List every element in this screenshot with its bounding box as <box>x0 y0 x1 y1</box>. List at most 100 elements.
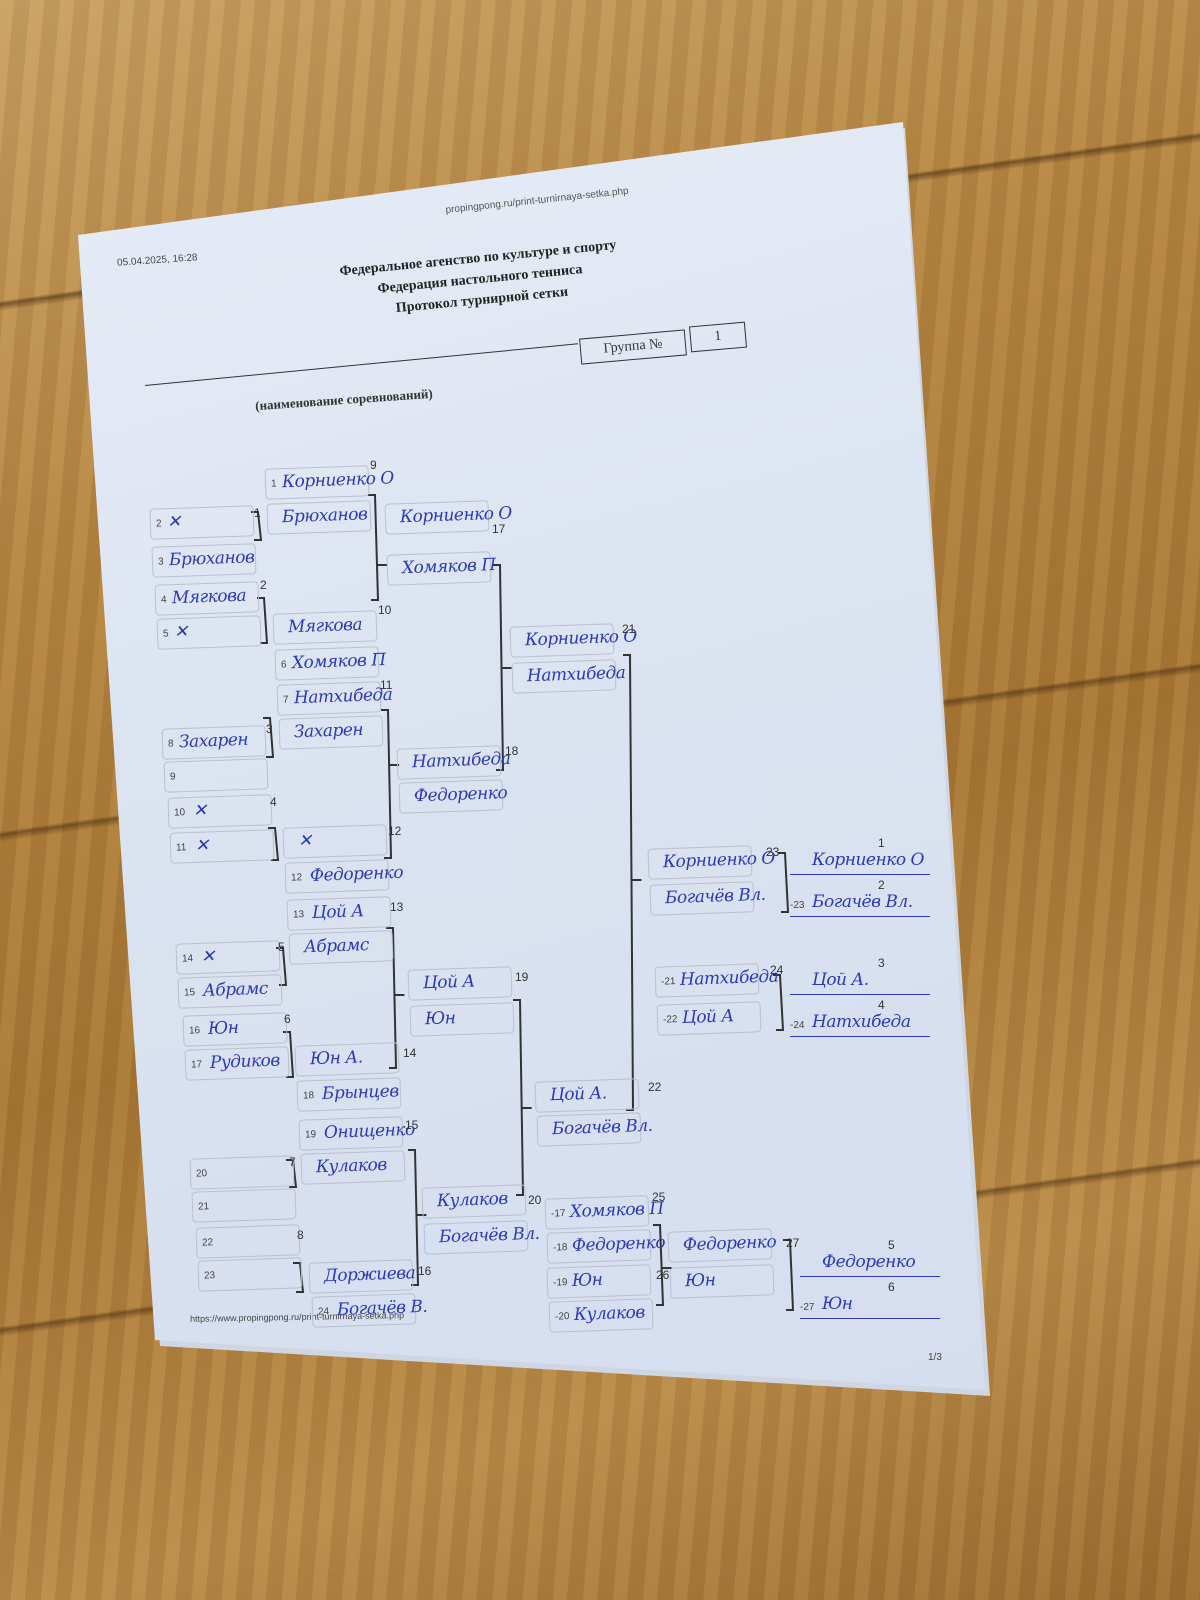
bracket-connector <box>293 1262 305 1293</box>
bracket-slot: 5✕ <box>156 615 262 650</box>
bracket-slot: Корниенко О <box>384 500 512 535</box>
bracket-slot: 11✕ <box>169 829 275 864</box>
match-number: 3 <box>266 722 273 736</box>
slot-seed-number: 16 <box>188 1025 201 1037</box>
bracket-slot: Доржиева <box>308 1259 416 1294</box>
bracket-slot: 16 Юн <box>182 1012 288 1047</box>
slot-seed-number: 22 <box>201 1237 214 1249</box>
bracket-connector <box>493 564 505 771</box>
slot-seed-number: 17 <box>190 1059 203 1071</box>
handwritten-player-name: Мягкова <box>287 614 363 638</box>
handwritten-player-name: Богачёв Вл. <box>664 884 766 909</box>
handwritten-player-name: ✕ <box>200 946 216 967</box>
bracket-slot: Корниенко О <box>647 845 775 880</box>
handwritten-player-name: Федоренко <box>822 1252 916 1272</box>
match-number: 9 <box>370 458 377 472</box>
handwritten-player-name: Корниенко О <box>524 626 638 651</box>
handwritten-player-name: Рудиков <box>209 1050 281 1073</box>
handwritten-player-name: Брынцев <box>321 1081 400 1104</box>
match-number: 27 <box>786 1236 800 1250</box>
match-number: 22 <box>648 1080 662 1094</box>
bracket-slot: Федоренко <box>398 779 507 814</box>
handwritten-player-name: Цой А <box>311 901 365 923</box>
match-number: 26 <box>656 1268 670 1282</box>
handwritten-player-name: Онищенко <box>323 1119 416 1143</box>
bracket-slot: 14✕ <box>175 940 281 975</box>
handwritten-player-name: Абрамс <box>303 935 370 958</box>
bracket-slot: Натхибеда <box>511 659 626 694</box>
bracket-connector <box>263 717 275 758</box>
handwritten-player-name: Брюханов <box>168 547 255 571</box>
slot-seed-number: 18 <box>302 1090 315 1102</box>
bracket-slot: Кулаков <box>300 1150 406 1185</box>
bracket-connector <box>268 827 280 861</box>
bracket-slot: 22 <box>195 1224 301 1259</box>
handwritten-player-name: Юн <box>207 1017 239 1039</box>
slot-seed-number: 2 <box>155 518 162 530</box>
bracket-slot: 10✕ <box>167 794 273 829</box>
bracket-slot: Богачёв Вл. <box>536 1112 653 1147</box>
match-number: 5 <box>278 940 285 954</box>
handwritten-player-name: Корниенко О <box>281 468 395 493</box>
slot-seed-number: 5 <box>162 628 169 640</box>
placement-rank: 4 <box>878 998 885 1012</box>
handwritten-player-name: Корниенко О <box>662 848 776 873</box>
bracket-slot: Абрамс <box>288 930 394 965</box>
handwritten-player-name: Кулаков <box>315 1154 388 1178</box>
bracket-slot: ✕ <box>282 824 388 859</box>
match-number: 25 <box>652 1190 666 1204</box>
slot-seed-number: -22 <box>662 1014 678 1026</box>
handwritten-player-name: Цой А. <box>812 970 869 990</box>
bracket-connector <box>276 947 288 986</box>
handwritten-player-name: Федоренко <box>571 1232 666 1256</box>
bracket-slot: 13 Цой А <box>286 896 392 931</box>
handwritten-player-name: Кулаков <box>573 1302 646 1325</box>
handwritten-player-name: Юн <box>822 1294 853 1314</box>
handwritten-player-name: Кулаков <box>436 1188 509 1212</box>
bracket-connector <box>773 974 785 1031</box>
handwritten-player-name: Юн <box>424 1008 456 1030</box>
bracket-slot: Юн <box>409 1002 515 1037</box>
slot-seed-number: 19 <box>304 1129 317 1141</box>
handwritten-player-name: ✕ <box>192 800 208 821</box>
bracket-slot: Цой А. <box>534 1078 640 1113</box>
handwritten-player-name: ✕ <box>166 511 182 533</box>
bracket-slot: 2✕ <box>149 505 255 540</box>
bracket-slot: Цой А <box>407 966 513 1001</box>
slot-seed-number: 15 <box>183 987 196 999</box>
placement-source-match: -23 <box>790 900 805 911</box>
slot-seed-number: -19 <box>552 1277 568 1289</box>
bracket-connector <box>778 852 790 913</box>
match-number: 18 <box>505 744 519 758</box>
bracket-slot: Юн А. <box>294 1042 400 1077</box>
slot-seed-number: 7 <box>282 694 289 706</box>
match-number: 6 <box>284 1012 291 1026</box>
handwritten-player-name: Цой А. <box>549 1083 607 1106</box>
match-number: 19 <box>515 970 529 984</box>
bracket-slot: Брюханов <box>266 500 372 535</box>
slot-seed-number: 4 <box>160 594 167 606</box>
bracket-connector <box>368 494 380 601</box>
handwritten-player-name: Хомяков П <box>291 649 386 674</box>
slot-seed-number: 21 <box>197 1201 210 1213</box>
handwritten-player-name: Хомяков П <box>401 555 496 579</box>
handwritten-player-name: Брюханов <box>281 504 368 528</box>
match-number: 10 <box>378 603 392 617</box>
slot-seed-number: 12 <box>290 872 303 884</box>
bracket-slot: Хомяков П <box>386 551 496 586</box>
handwritten-player-name: Федоренко <box>682 1232 777 1256</box>
slot-seed-number: 13 <box>292 909 305 921</box>
bracket-connector <box>783 1239 795 1311</box>
handwritten-player-name: Натхибеда <box>526 662 626 687</box>
match-number: 2 <box>260 578 267 592</box>
